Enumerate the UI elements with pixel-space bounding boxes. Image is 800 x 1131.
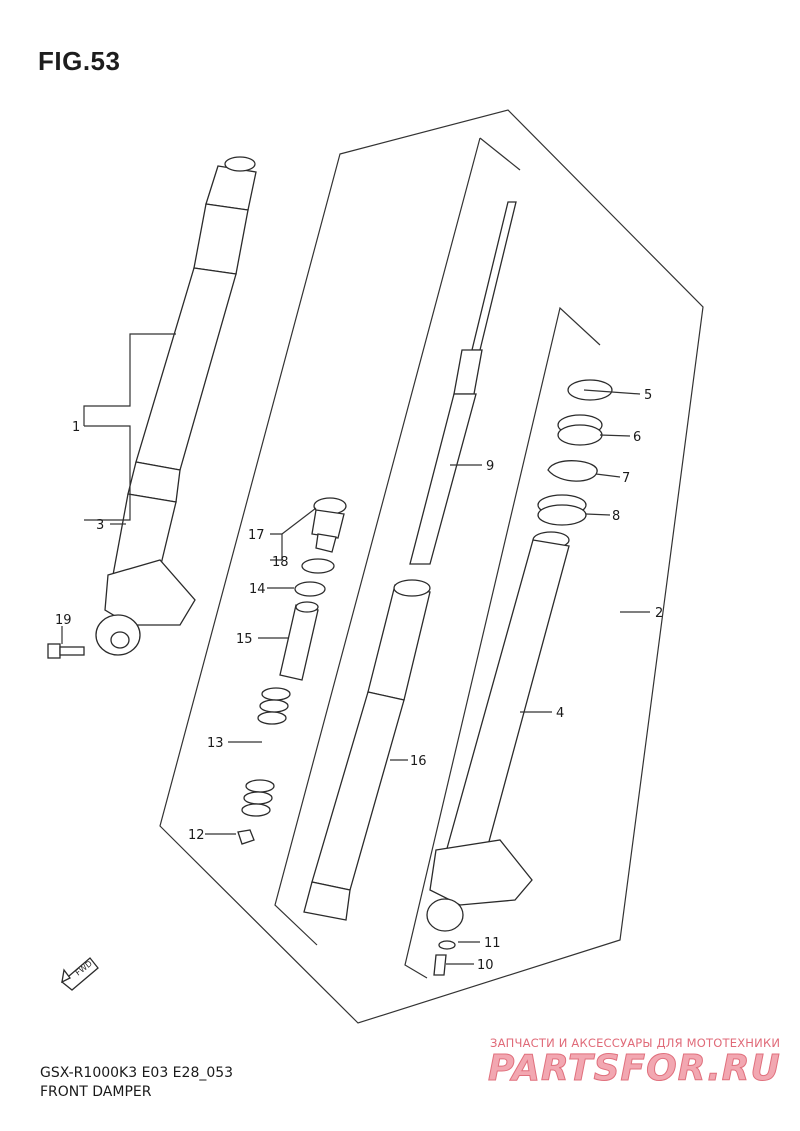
o-ring-18 [301, 558, 335, 574]
callout-10: 10 [477, 958, 494, 973]
callout-9: 9 [486, 459, 494, 474]
spring-13 [241, 687, 291, 817]
dust-seal-8 [537, 494, 587, 526]
callout-5: 5 [644, 388, 652, 403]
callout-2: 2 [655, 606, 663, 621]
outer-tube-16 [303, 579, 431, 921]
fwd-arrow-icon [60, 957, 99, 991]
callout-11: 11 [484, 936, 501, 951]
callout-3: 3 [96, 518, 104, 533]
watermark-tagline: ЗАПЧАСТИ И АКСЕССУАРЫ ДЛЯ МОТОТЕХНИКИ [490, 1036, 781, 1050]
damper-rod-9 [409, 201, 517, 565]
callout-17: 17 [248, 528, 265, 543]
model-code: GSX-R1000K3 E03 E28_053 [40, 1065, 234, 1081]
fork-assembly-left [95, 156, 257, 656]
callout-14: 14 [249, 582, 266, 597]
callout-8: 8 [612, 509, 620, 524]
cap-bolt-17 [311, 497, 347, 553]
watermark-brand: PARTSFOR.RU [488, 1048, 781, 1090]
callout-19: 19 [55, 613, 72, 628]
inner-tube-4 [426, 531, 570, 932]
group-outline-middle [274, 137, 481, 946]
nut-12 [237, 829, 255, 845]
washer-14 [294, 581, 326, 597]
callout-4: 4 [556, 706, 564, 721]
bushing-6 [557, 414, 603, 446]
figure-caption: FRONT DAMPER [40, 1084, 152, 1100]
group-outline-inner [404, 306, 601, 979]
group-outline-middle-top [479, 137, 521, 171]
bolt-10 [433, 954, 447, 976]
bolt-19 [47, 643, 85, 659]
leader-lines [61, 333, 650, 965]
callout-12: 12 [188, 828, 205, 843]
callout-15: 15 [236, 632, 253, 647]
callout-18: 18 [272, 555, 289, 570]
washer-11 [438, 940, 456, 950]
callout-13: 13 [207, 736, 224, 751]
callout-16: 16 [410, 754, 427, 769]
figure-title: FIG.53 [38, 46, 121, 76]
group-outline-outer [159, 109, 704, 1024]
callout-1: 1 [72, 420, 80, 435]
callout-6: 6 [633, 430, 641, 445]
spacer-15 [279, 601, 319, 681]
callout-7: 7 [622, 471, 630, 486]
snap-ring-7 [547, 460, 598, 482]
